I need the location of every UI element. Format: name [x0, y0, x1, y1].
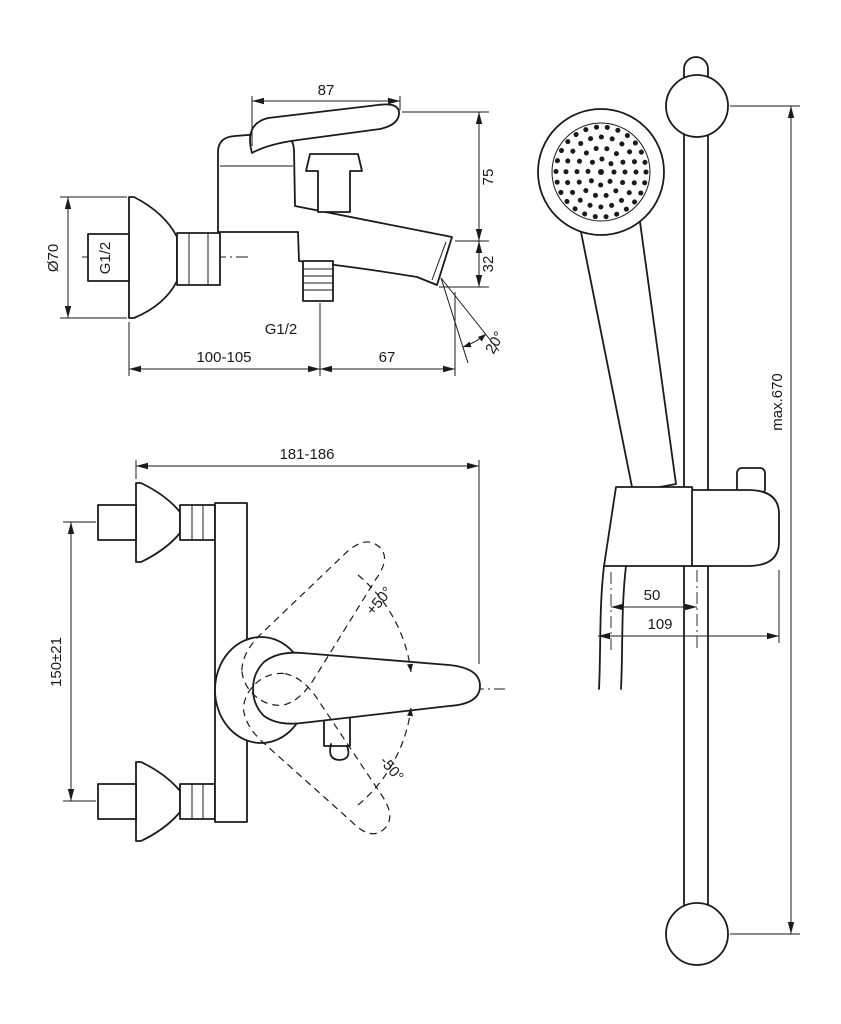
- union-nut-top: [179, 504, 216, 541]
- inlet-stub-bottom: [97, 783, 137, 820]
- shower-hose: [598, 565, 605, 690]
- wall-bracket-top: [665, 74, 729, 138]
- diverter-knob: [305, 153, 363, 213]
- handshower-handle: [580, 221, 677, 493]
- wall-flange: [128, 196, 178, 319]
- angle-arc-20: [462, 333, 487, 348]
- dim-hose-offset-label: 50: [644, 587, 661, 604]
- dim-flange-diameter-label: Ø70: [45, 244, 62, 272]
- dim-inlet-spacing-label: 150±21: [48, 637, 65, 687]
- dim-overall-depth-label: 181-186: [279, 446, 334, 463]
- mixer-front-view: 181-186 150±21 +50° -50°: [48, 446, 505, 842]
- outlet-stub: [302, 260, 334, 302]
- dim-lever-length-label: 87: [318, 82, 335, 99]
- shower-rail-set: max.670 50 109: [537, 56, 800, 966]
- inlet-stub: [87, 233, 130, 282]
- wall-bracket-bottom: [665, 902, 729, 966]
- outlet-thread-label: G1/2: [265, 321, 298, 338]
- diverter-hook: [329, 743, 350, 761]
- mixer-side-dimensions: 87 75 32 Ø70 G1/2 100-105 67 G1/2: [45, 82, 508, 376]
- lever-phantom-up: [241, 541, 386, 706]
- shower-dimensions: max.670 50 109: [598, 105, 800, 935]
- dim-wall-distance-label: 100-105: [196, 349, 251, 366]
- lever-handle: [249, 103, 400, 154]
- spray-face-rim: [551, 122, 651, 222]
- wall-flange-bottom: [135, 761, 181, 842]
- dim-height-label: 75: [480, 169, 497, 186]
- dim-spout-drop-label: 32: [480, 256, 497, 273]
- spray-nozzles: [553, 124, 649, 220]
- dim-spout-reach-label: 67: [379, 349, 396, 366]
- aerator-face-line: [431, 241, 447, 281]
- dim-spout-angle-label: 20°: [482, 329, 508, 357]
- shower-hose: [620, 565, 627, 690]
- union-nut-bottom: [179, 783, 216, 820]
- holder-cone: [603, 486, 705, 567]
- mixer-front-dimensions: 181-186 150±21 +50° -50°: [48, 446, 480, 802]
- dim-holder-reach-label: 109: [647, 616, 672, 633]
- lever-handle-front: [252, 651, 481, 725]
- swing-arc-upper: [357, 574, 413, 673]
- mixer-side-view: 87 75 32 Ø70 G1/2 100-105 67 G1/2: [45, 82, 508, 376]
- holder-clamp: [691, 489, 780, 567]
- mixer-body-and-spout: [217, 132, 453, 286]
- wall-flange-top: [135, 482, 181, 563]
- swing-arc-lower: [357, 707, 413, 806]
- lever-phantom-down: [242, 672, 391, 835]
- union-nut: [176, 232, 221, 286]
- swing-down-label: -50°: [376, 753, 407, 785]
- inlet-stub-top: [97, 504, 137, 541]
- dim-rail-length-label: max.670: [769, 373, 786, 431]
- inlet-thread-label: G1/2: [97, 242, 114, 275]
